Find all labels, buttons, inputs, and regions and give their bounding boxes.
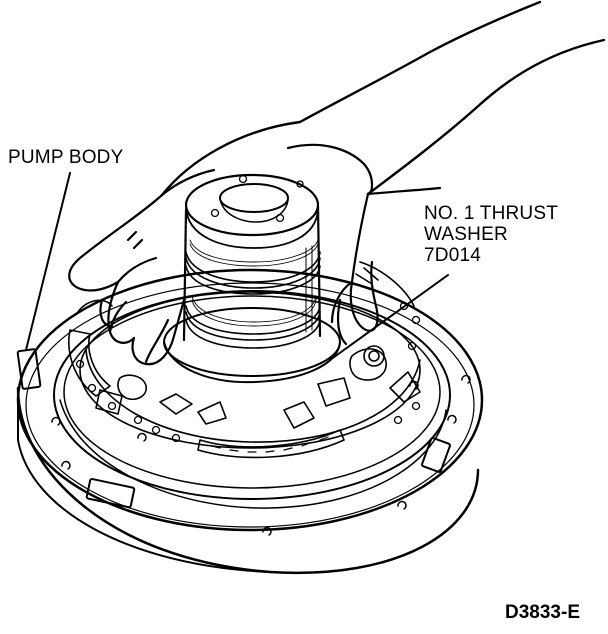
- thrust-washer-label-line-2: WASHER: [424, 224, 508, 245]
- figure-id: D3833-E: [505, 602, 580, 623]
- thrust-washer-label: NO. 1 THRUST WASHER 7D014: [424, 203, 558, 266]
- leader-lines: [26, 173, 448, 360]
- technician-hands: [69, 2, 604, 364]
- pump-body-leader: [26, 173, 70, 350]
- pump-face: [69, 262, 420, 457]
- pump-body-label: PUMP BODY: [8, 147, 124, 168]
- thrust-washer-label-line-1: NO. 1 THRUST: [424, 203, 559, 224]
- stator-support: [164, 175, 340, 382]
- pump-body: [17, 270, 482, 573]
- washer-leader: [330, 275, 448, 360]
- thrust-washer-label-line-3: 7D014: [424, 245, 481, 266]
